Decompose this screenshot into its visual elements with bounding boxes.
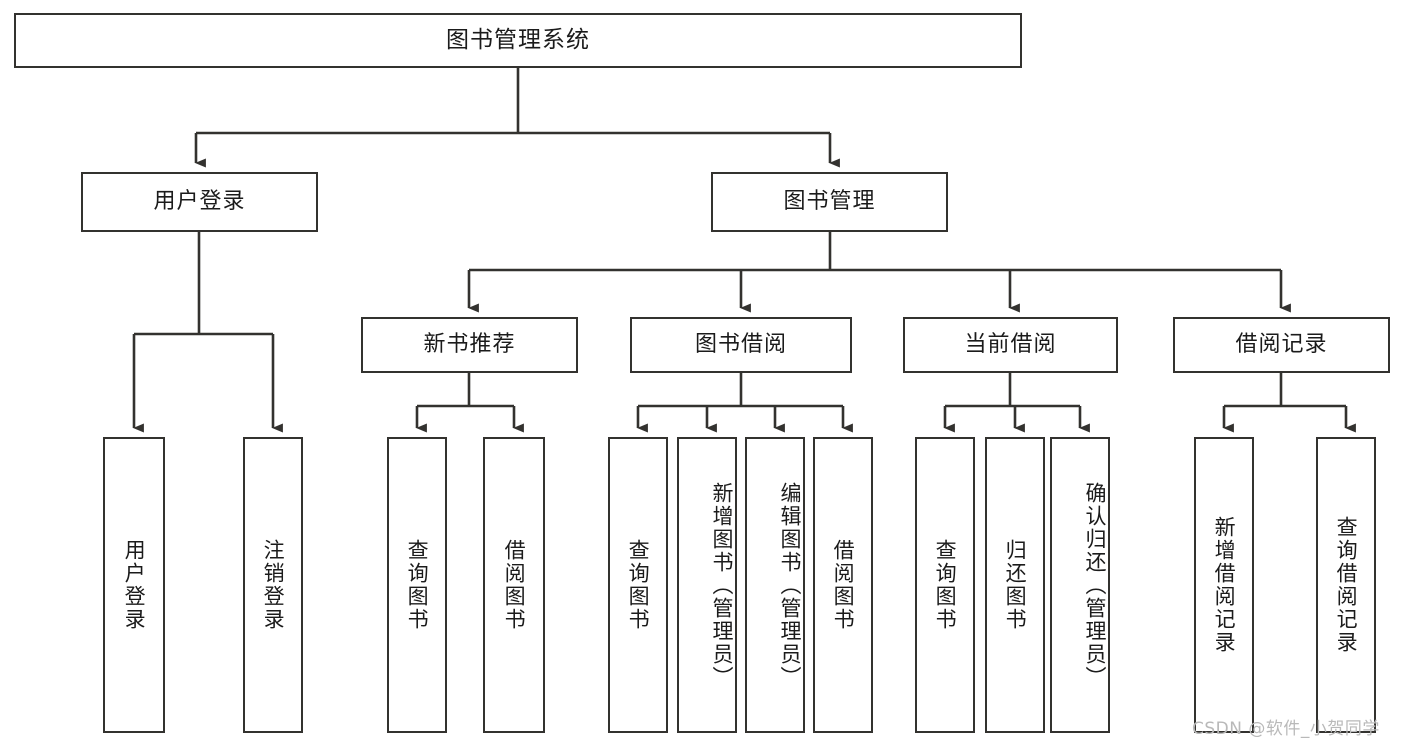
leaf-add-book-label: 新增图书（管理员） [710, 481, 734, 689]
leaf-confirm-return[interactable]: 确认归还（管理员） [1050, 437, 1110, 733]
leaf-query-book-2-label: 查询图书 [626, 539, 651, 631]
leaf-query-book-3-label: 查询图书 [933, 539, 958, 631]
node-current-borrow-label: 当前借阅 [964, 331, 1057, 357]
leaf-logout-label: 注销登录 [261, 539, 286, 631]
leaf-query-record[interactable]: 查询借阅记录 [1316, 437, 1376, 733]
leaf-query-book-1-label: 查询图书 [405, 539, 430, 631]
leaf-return-book[interactable]: 归还图书 [985, 437, 1045, 733]
node-book-management[interactable]: 图书管理 [711, 172, 948, 232]
csdn-watermark: CSDN @软件_小贺同学 [1192, 719, 1380, 739]
leaf-logout[interactable]: 注销登录 [243, 437, 303, 733]
leaf-borrow-book-1-label: 借阅图书 [502, 539, 527, 631]
leaf-edit-book-label: 编辑图书（管理员） [778, 481, 802, 689]
node-borrow-record[interactable]: 借阅记录 [1173, 317, 1390, 373]
leaf-borrow-book-2-label: 借阅图书 [831, 539, 856, 631]
node-user-login[interactable]: 用户登录 [81, 172, 318, 232]
node-new-book-recommend[interactable]: 新书推荐 [361, 317, 578, 373]
leaf-query-book-3[interactable]: 查询图书 [915, 437, 975, 733]
node-book-borrow-label: 图书借阅 [694, 331, 787, 357]
leaf-borrow-book-2[interactable]: 借阅图书 [813, 437, 873, 733]
leaf-query-book-2[interactable]: 查询图书 [608, 437, 668, 733]
node-book-borrow[interactable]: 图书借阅 [630, 317, 852, 373]
leaf-user-login[interactable]: 用户登录 [103, 437, 165, 733]
node-new-book-recommend-label: 新书推荐 [423, 331, 516, 357]
node-book-management-label: 图书管理 [783, 188, 876, 214]
node-borrow-record-label: 借阅记录 [1235, 331, 1328, 357]
leaf-edit-book[interactable]: 编辑图书（管理员） [745, 437, 805, 733]
node-root[interactable]: 图书管理系统 [14, 13, 1022, 68]
leaf-add-record[interactable]: 新增借阅记录 [1194, 437, 1254, 733]
node-user-login-label: 用户登录 [153, 188, 246, 214]
leaf-confirm-return-label: 确认归还（管理员） [1083, 481, 1107, 689]
leaf-borrow-book-1[interactable]: 借阅图书 [483, 437, 545, 733]
leaf-user-login-label: 用户登录 [122, 539, 147, 631]
leaf-return-book-label: 归还图书 [1003, 539, 1028, 631]
leaf-add-record-label: 新增借阅记录 [1212, 516, 1237, 654]
node-current-borrow[interactable]: 当前借阅 [903, 317, 1118, 373]
leaf-query-record-label: 查询借阅记录 [1334, 516, 1359, 654]
leaf-query-book-1[interactable]: 查询图书 [387, 437, 447, 733]
leaf-add-book[interactable]: 新增图书（管理员） [677, 437, 737, 733]
node-root-label: 图书管理系统 [446, 26, 590, 53]
